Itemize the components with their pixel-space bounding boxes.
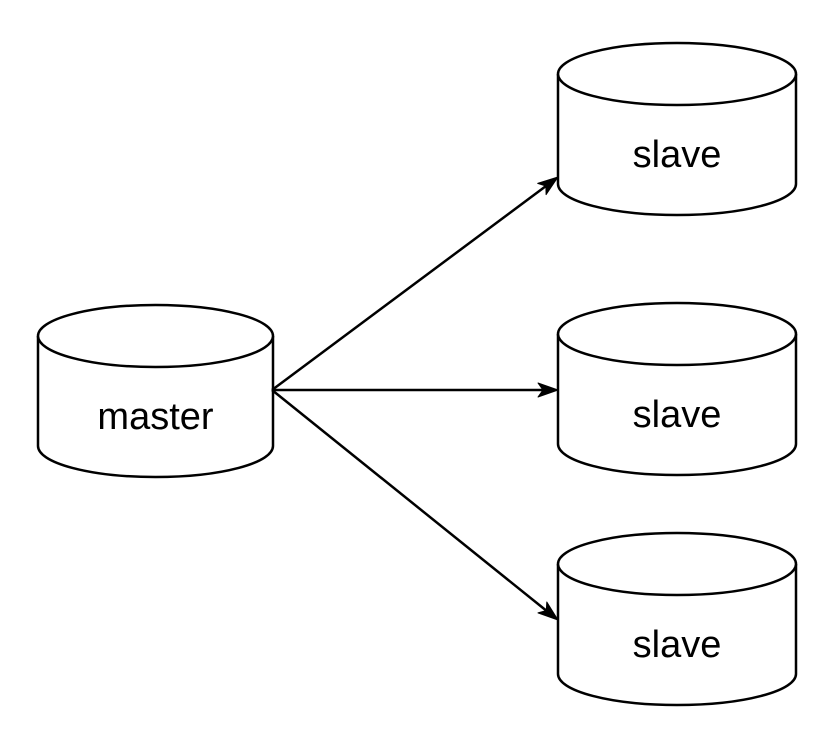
cylinder-top (36, 303, 275, 369)
node-label-slave-1: slave (633, 134, 722, 176)
arrowhead-icon (537, 382, 559, 398)
node-slave-3: slave (556, 531, 798, 707)
edge-master-slave-3 (271, 389, 559, 621)
node-label-master: master (97, 396, 213, 438)
cylinder-top (556, 301, 798, 367)
cylinder-body (556, 74, 798, 217)
node-slave-1: slave (556, 41, 798, 217)
node-label-slave-2: slave (633, 394, 722, 436)
arrowhead-icon (537, 176, 559, 196)
edge-line (271, 389, 548, 612)
node-master: master (36, 303, 275, 479)
edge-master-slave-1 (271, 176, 559, 392)
cylinder-body (556, 564, 798, 707)
cylinder-top (556, 531, 798, 597)
cylinder-top (556, 41, 798, 107)
edge-master-slave-2 (272, 382, 559, 398)
node-label-slave-3: slave (633, 624, 722, 666)
cylinder-body (36, 336, 275, 479)
cylinder-body (556, 334, 798, 477)
arrowhead-icon (537, 601, 559, 621)
edge-line (271, 184, 547, 392)
node-slave-2: slave (556, 301, 798, 477)
